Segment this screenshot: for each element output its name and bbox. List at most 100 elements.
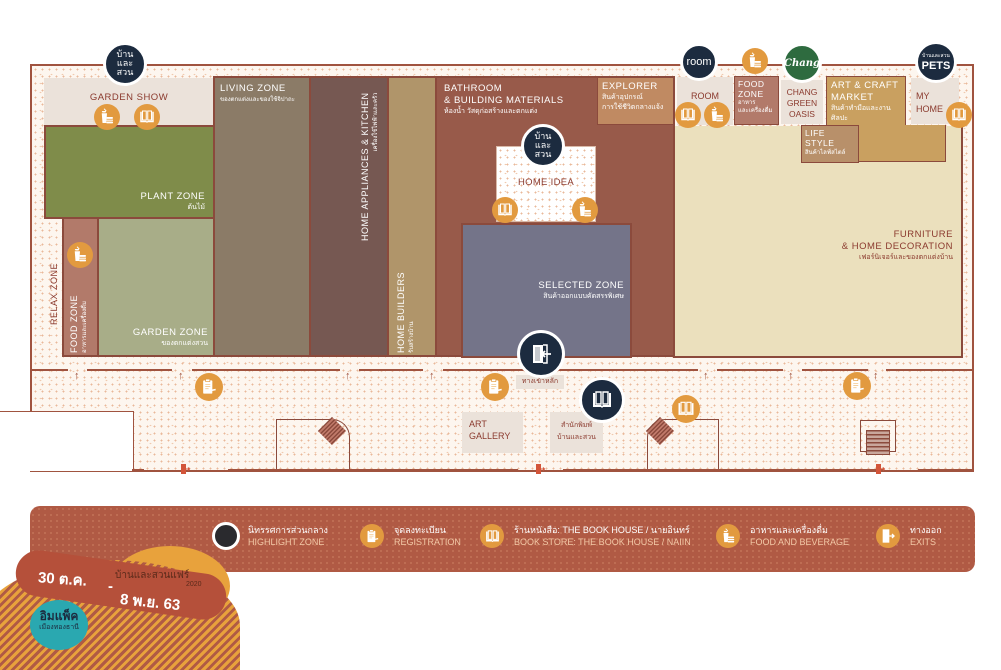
corridor-wall-segment [87,369,172,371]
zone-my-home-title-2: HOME [916,104,943,114]
corridor-wall-segment [717,369,783,371]
room-logo-text: room [686,56,712,68]
zone-garden-show[interactable]: GARDEN SHOW [44,78,214,126]
zone-food-top-title-2: ZONE [738,89,764,99]
zone-food-left[interactable]: FOOD ZONE อาหารและเครื่องดื่ม [62,217,99,357]
legend-registration-en: REGISTRATION [394,537,461,547]
book-icon[interactable] [675,102,701,128]
zone-life-style-title-2: STYLE [805,138,835,148]
event-venue-sub: เมืองทองธานี [39,624,79,631]
room-logo: room [680,43,718,81]
entry-arrow: ↑ [345,370,351,382]
zone-selected-sub: สินค้าออกแบบคัดสรรพิเศษ [543,293,624,300]
zone-chang-title-1: CHANG [786,87,818,97]
corridor-wall-segment [443,369,698,371]
zone-art-craft-title-1: ART & CRAFT [831,80,899,91]
pets-logo: บ้านและสวน PETS [915,41,957,83]
zone-life-style-title-1: LIFE [805,128,825,138]
zone-explorer-sub-1: สินค้าอุปกรณ์ [602,94,643,101]
zone-room-title: ROOM [691,91,719,101]
main-entrance-text: ทางเข้าหลัก [521,378,559,385]
book-icon[interactable] [134,104,160,130]
zone-relax-label: RELAX ZONE [49,262,59,325]
entry-arrow: ↑ [873,370,879,382]
zone-art-craft-title-2: MARKET [831,92,874,103]
food-icon[interactable] [572,197,598,223]
zone-bathroom-sub: ห้องน้ำ วัสดุก่อสร้างและตกแต่ง [444,108,538,115]
zone-life-style-sub: สินค้าไลฟ์สไตล์ [805,150,846,156]
zone-my-home-title-1: MY [916,91,930,101]
logo-text: บ้าน และ สวน [534,131,552,160]
chang-logo: Chang [782,43,822,83]
food-icon[interactable] [67,242,93,268]
zone-living-sub: ของตกแต่งและของใช้จิปาถะ [220,97,295,103]
pets-logo-text: PETS [921,60,951,72]
food-icon[interactable] [742,48,768,74]
zone-food-top-title-1: FOOD [738,79,765,89]
zone-home-appliances[interactable]: HOME APPLIANCES & KITCHEN เครื่องใช้ไฟฟ้… [309,76,389,357]
legend-bookstore-en: BOOK STORE: THE BOOK HOUSE / NAIIN [514,537,691,547]
event-date-sep: - [108,578,113,595]
event-date-start: 30 ต.ค. [37,569,88,590]
event-badge: บ้านและสวนแฟร์ 2020 30 ต.ค. - 8 พ.ย. 63 … [0,540,245,670]
exit-icon[interactable] [534,462,546,476]
zone-home-appliances-title: HOME APPLIANCES & KITCHEN [360,92,370,241]
zone-chang-green-oasis[interactable]: CHANG GREEN OASIS [781,80,823,124]
exit-icon [876,524,900,548]
exit-icon[interactable] [874,462,886,476]
pets-logo-small: บ้านและสวน [922,53,950,59]
entry-arrow: ↑ [788,370,794,382]
entry-arrow: ↑ [429,370,435,382]
highlight-circle-icon [212,522,240,550]
registration-icon[interactable] [195,373,223,401]
art-gallery-title-1: ART [469,419,487,429]
zone-furniture-title-2: & HOME DECORATION [841,241,953,252]
zone-food-left-title: FOOD ZONE [69,295,79,353]
legend-item-registration: จุดลงทะเบียน REGISTRATION [360,524,461,548]
stairs-icon [866,430,890,455]
publisher-sub-1: สำนักพิมพ์ [560,422,593,429]
zone-furniture-title-1: FURNITURE [893,229,953,240]
publisher-sub-2: บ้านและสวน [557,434,596,441]
zone-explorer[interactable]: EXPLORER สินค้าอุปกรณ์ การใช้ชีวิตกลางแจ… [597,77,674,125]
art-gallery-title-2: GALLERY [469,431,511,441]
legend-highlight-en: HIGHLIGHT ZONE [248,537,325,547]
legend-item-bookstore: ร้านหนังสือ: THE BOOK HOUSE / นายอินทร์ … [480,524,691,548]
zone-home-builders[interactable]: HOME BUILDERS รับสร้างบ้าน [387,76,437,357]
zone-plant[interactable]: PLANT ZONE ต้นไม้ [44,125,215,219]
book-icon[interactable] [946,102,972,128]
book-icon [480,524,504,548]
food-icon[interactable] [704,102,730,128]
zone-living[interactable]: LIVING ZONE ของตกแต่งและของใช้จิปาถะ [213,76,311,357]
zone-food-top-sub-1: อาหาร [738,100,756,106]
main-entrance-icon[interactable] [517,330,565,378]
zone-garden[interactable]: GARDEN ZONE ของตกแต่งสวน [97,217,215,357]
legend-highlight-th: นิทรรศการส่วนกลาง [248,525,328,535]
zone-explorer-title: EXPLORER [602,81,658,92]
zone-plant-sub: ต้นไม้ [187,204,205,211]
zone-explorer-sub-2: การใช้ชีวิตกลางแจ้ง [602,104,664,111]
zone-home-idea-title: HOME IDEA [517,177,574,188]
zone-chang-title-2: GREEN [786,98,818,108]
book-icon[interactable] [672,395,700,423]
entry-arrow: ↑ [178,370,184,382]
exit-icon[interactable] [179,462,191,476]
registration-icon[interactable] [481,373,509,401]
event-venue: อิมแพ็ค [39,609,79,623]
registration-icon[interactable] [843,372,871,400]
corridor-wall-segment [359,369,423,371]
legend-food-en: FOOD AND BEVERAGE [750,537,850,547]
escalator-area-left [276,419,350,469]
publisher-book-icon[interactable] [579,377,625,423]
zone-furniture[interactable]: FURNITURE & HOME DECORATION เฟอร์นิเจอร์… [673,126,963,358]
book-icon[interactable] [492,197,518,223]
main-entrance-label: ทางเข้าหลัก [516,375,564,389]
legend-item-highlight: นิทรรศการส่วนกลาง HIGHLIGHT ZONE [212,522,328,550]
zone-living-title: LIVING ZONE [220,83,286,94]
food-icon[interactable] [94,104,120,130]
legend-registration-th: จุดลงทะเบียน [394,525,447,535]
art-gallery-label[interactable]: ART GALLERY [462,412,523,453]
zone-bathroom-title-1: BATHROOM [444,83,503,94]
zone-life-style[interactable]: LIFE STYLE สินค้าไลฟ์สไตล์ [801,125,859,163]
zone-food-top[interactable]: FOOD ZONE อาหาร และเครื่องดื่ม [734,76,779,125]
